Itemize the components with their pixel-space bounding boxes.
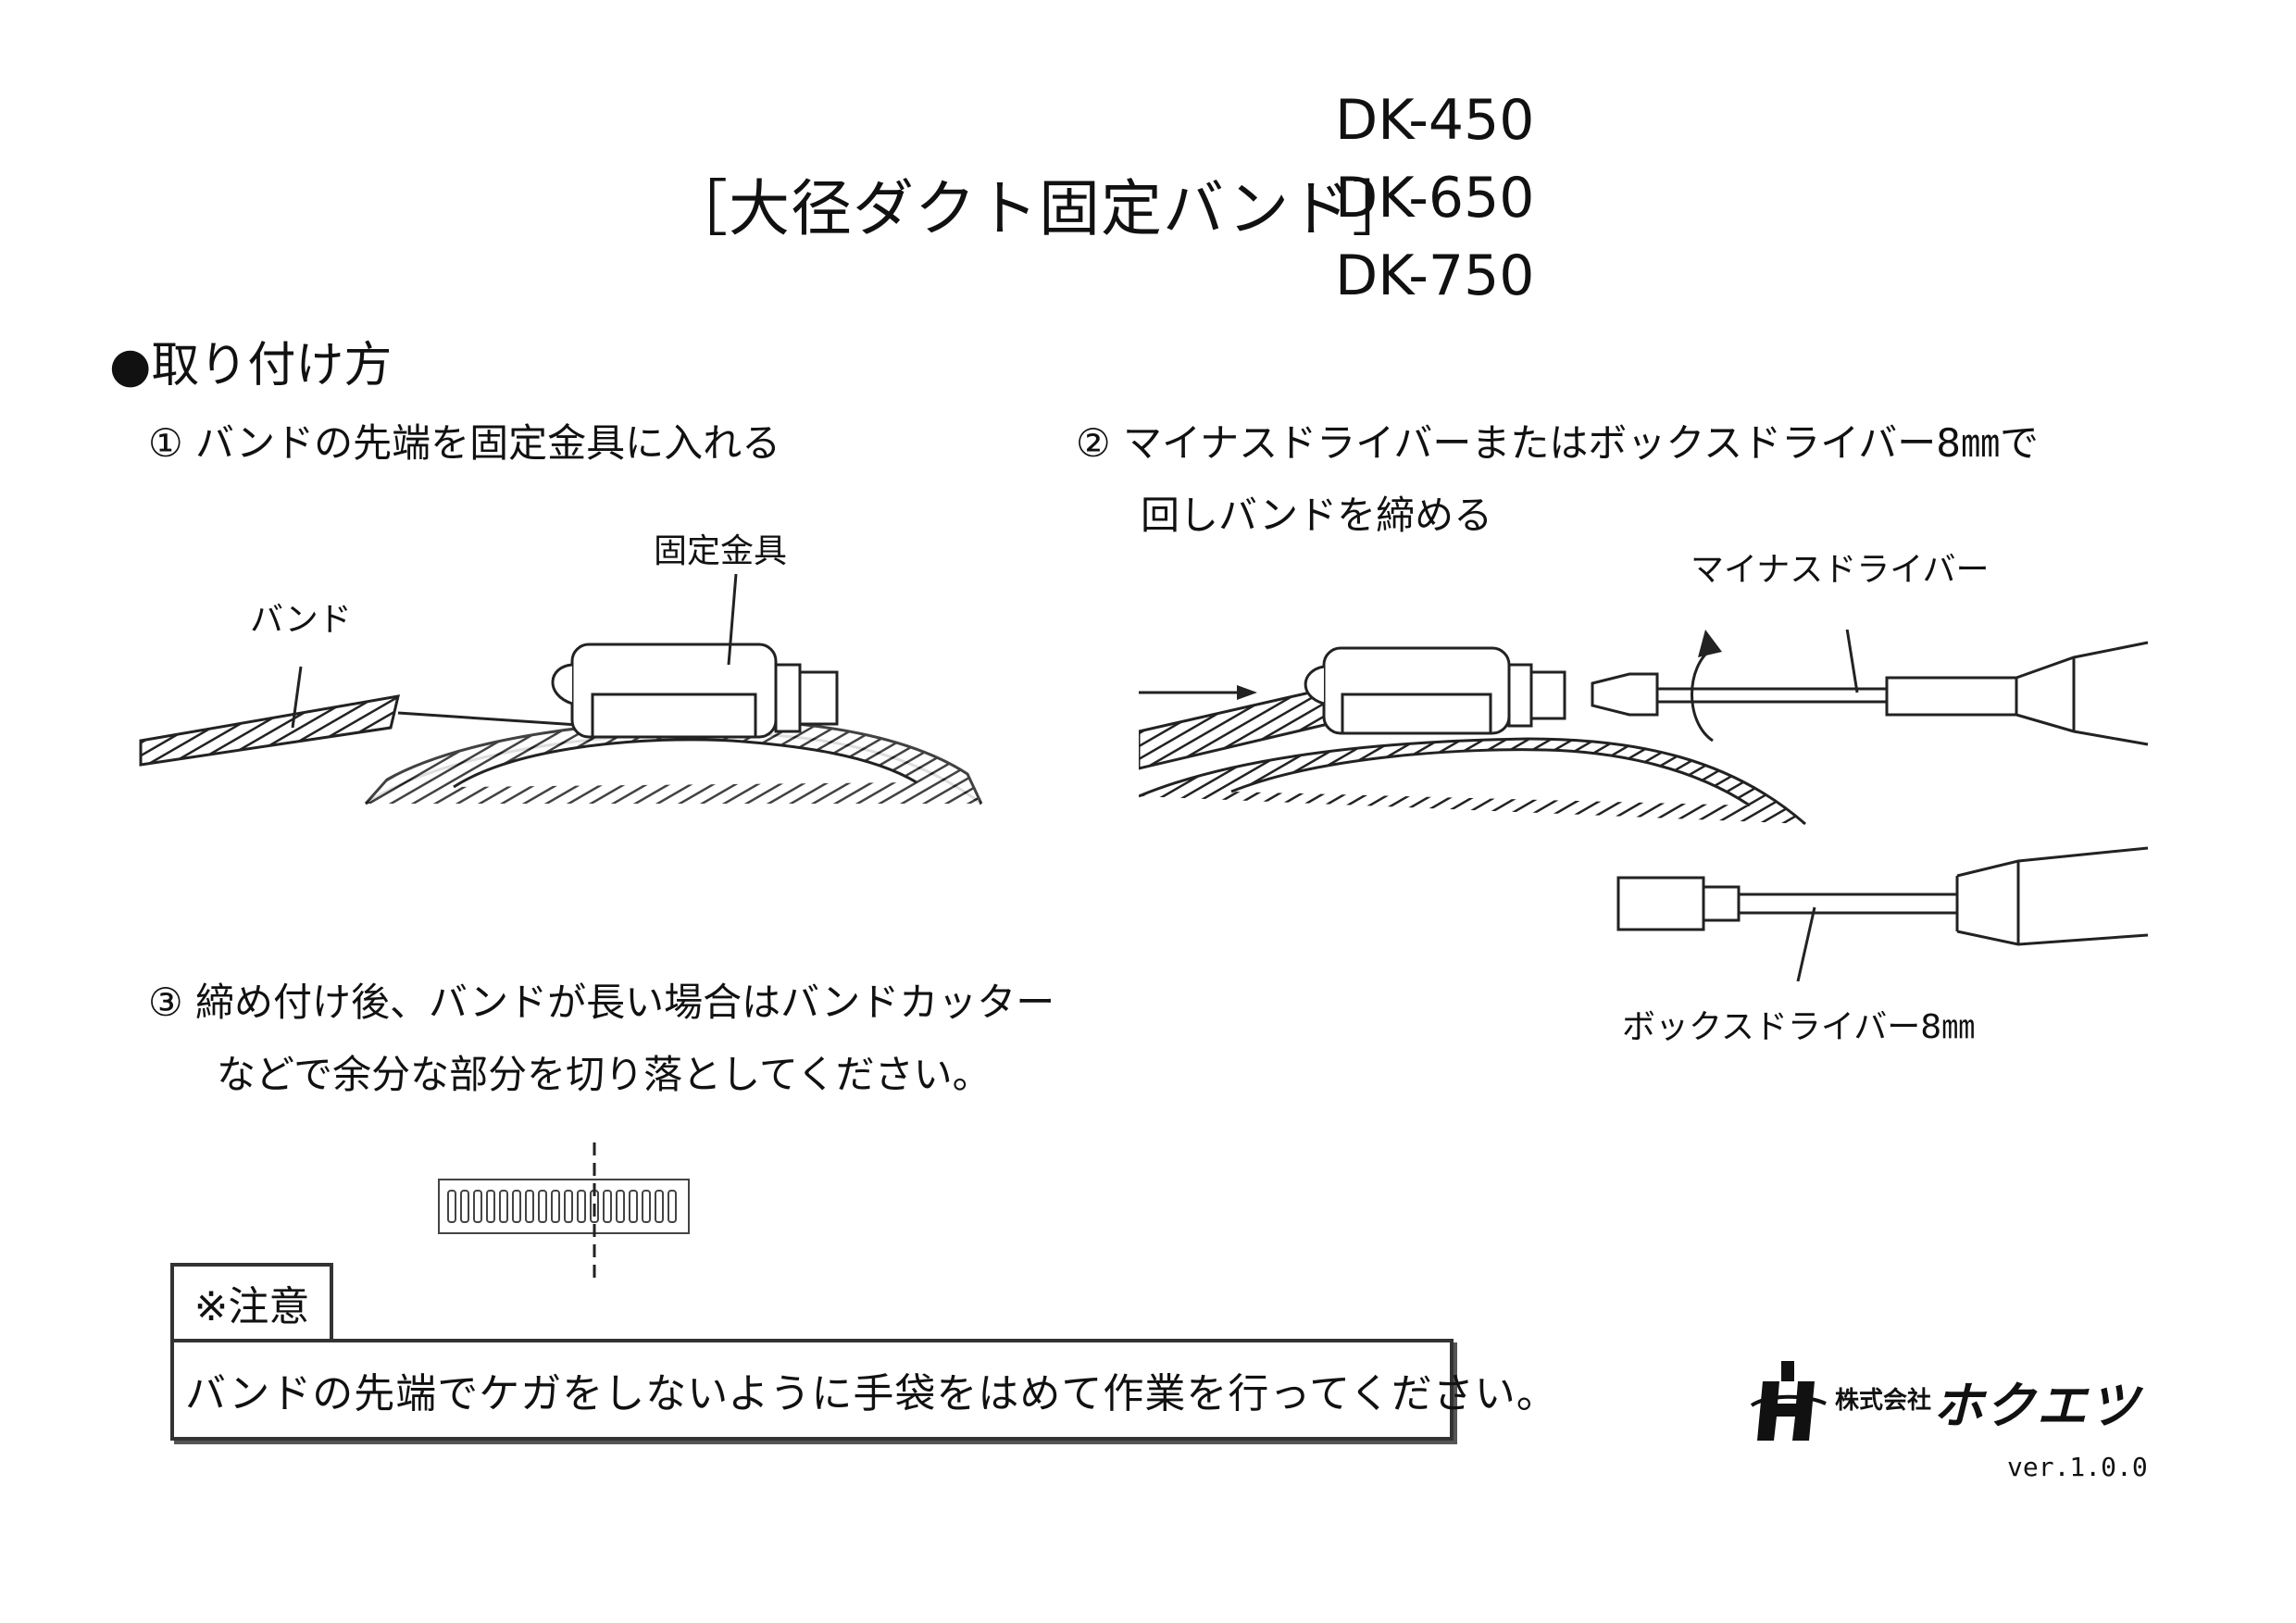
model-number: DK-450 — [1335, 88, 1535, 153]
step-3-line-2: などで余分な部分を切り落としてください。 — [217, 1052, 992, 1097]
step-2-line-2: 回しバンドを締める — [1141, 493, 1493, 538]
figure-band-insertion — [139, 573, 983, 805]
step-2-line-1: ② マイナスドライバーまたはボックスドライバー8㎜で — [1076, 420, 2039, 466]
model-list: DK-450 DK-650 DK-750 — [1335, 81, 1534, 315]
notice-text: バンドの先端でケガをしないように手袋をはめて作業を行ってください。 — [170, 1339, 1557, 1441]
step-3-text: ③ 締め付け後、バンドが長い場合はバンドカッター などで余分な部分を切り落として… — [148, 967, 1054, 1111]
box-driver-handle — [1955, 846, 2149, 946]
label-flat-screwdriver: マイナスドライバー — [1691, 551, 1990, 589]
model-number: DK-650 — [1335, 166, 1535, 231]
notice-title: ※注意 — [170, 1263, 333, 1342]
version-label: ver.1.0.0 — [2007, 1452, 2148, 1482]
company-name: ホクエツ — [1933, 1377, 2140, 1435]
figure-tightening — [1139, 630, 2149, 981]
label-fixture: 固定金具 — [654, 532, 788, 570]
company-h-icon — [1750, 1361, 1827, 1441]
box-driver-socket — [1616, 876, 1705, 931]
band-end — [139, 694, 400, 767]
step-3-line-1: ③ 締め付け後、バンドが長い場合はバンドカッター — [148, 980, 1055, 1025]
model-number: DK-750 — [1335, 243, 1535, 308]
company-name-prefix: 株式会社 — [1835, 1387, 1932, 1415]
flat-screwdriver-tip — [1591, 672, 1659, 717]
flat-screwdriver-handle — [2015, 641, 2149, 746]
section-heading: ●取り付け方 — [109, 338, 393, 393]
label-band: バンド — [250, 601, 352, 639]
step-1-text: ① バンドの先端を固定金具に入れる — [148, 420, 781, 466]
page-title: ［大径ダクト固定バンド］ — [667, 173, 1415, 244]
step-2-text: ② マイナスドライバーまたはボックスドライバー8㎜で 回しバンドを締める — [1076, 407, 2039, 552]
rotation-arrow-icon — [1691, 646, 1714, 743]
label-box-driver: ボックスドライバー8㎜ — [1622, 1008, 1976, 1046]
figure-cut-band — [438, 1142, 690, 1280]
